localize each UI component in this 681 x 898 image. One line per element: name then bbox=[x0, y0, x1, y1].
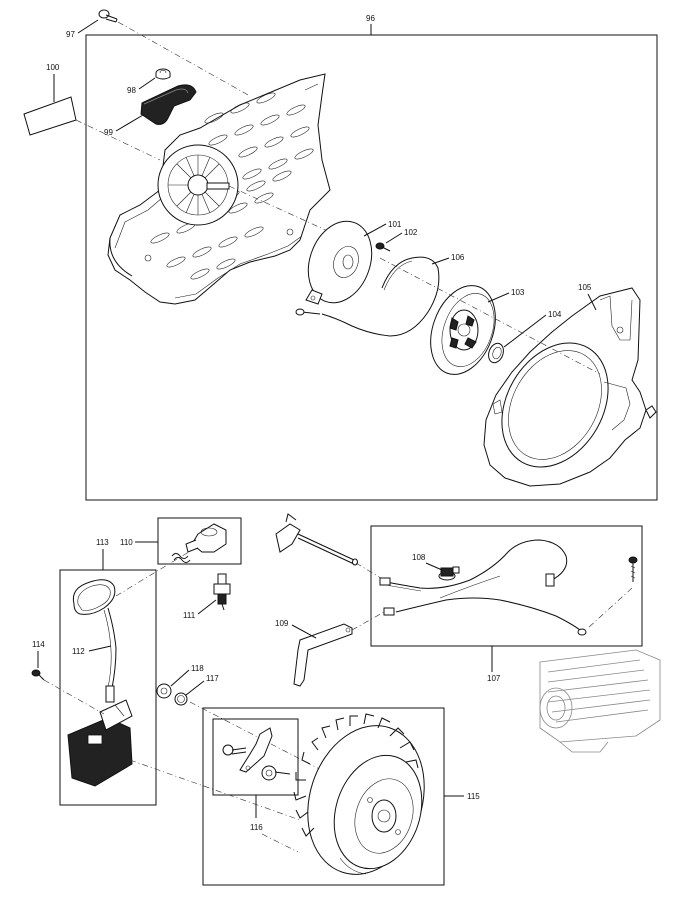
leader-101 bbox=[363, 223, 387, 237]
spark-plug-lead-112 bbox=[72, 579, 117, 703]
leader-99 bbox=[115, 114, 144, 132]
dash-coil-flywheel bbox=[129, 759, 301, 821]
leader-117 bbox=[185, 680, 205, 696]
callout-101: 101 bbox=[388, 220, 402, 229]
leader-108 bbox=[425, 562, 443, 571]
dash-110 bbox=[115, 549, 193, 597]
callout-114: 114 bbox=[32, 640, 45, 649]
dash-axis-top bbox=[379, 257, 601, 375]
leader-106 bbox=[431, 257, 450, 265]
nut-98 bbox=[155, 68, 171, 80]
handle-99 bbox=[140, 84, 197, 125]
screw-114 bbox=[31, 669, 45, 681]
nut-118 bbox=[156, 683, 172, 699]
callout-112: 112 bbox=[72, 647, 85, 656]
callout-117: 117 bbox=[206, 674, 219, 683]
spring-clip bbox=[171, 553, 191, 563]
callout-105: 105 bbox=[578, 283, 592, 292]
screw-102 bbox=[375, 242, 391, 252]
group-113-frame bbox=[59, 569, 157, 806]
bracket-109 bbox=[293, 623, 353, 687]
pawl-disk-103 bbox=[430, 285, 496, 375]
leader-112 bbox=[88, 645, 112, 652]
callout-96: 96 bbox=[366, 14, 375, 23]
pulley-101 bbox=[305, 220, 373, 305]
leader-105 bbox=[587, 293, 597, 311]
dash-97 bbox=[117, 21, 251, 97]
screw-97 bbox=[98, 9, 118, 23]
washer-117 bbox=[174, 692, 188, 706]
leader-111 bbox=[197, 599, 217, 615]
callout-113: 113 bbox=[96, 538, 109, 547]
leader-116-d bbox=[261, 833, 299, 853]
callout-109: 109 bbox=[275, 619, 289, 628]
leader-118 bbox=[170, 669, 190, 687]
cylinder-ghost bbox=[539, 649, 661, 753]
dash-109 bbox=[351, 611, 385, 631]
spark-plug-111 bbox=[213, 573, 231, 611]
pawl bbox=[239, 727, 273, 773]
callout-100: 100 bbox=[46, 63, 60, 72]
dash-screw-harness bbox=[587, 587, 633, 629]
circlip-104 bbox=[488, 342, 504, 364]
callout-116: 116 bbox=[250, 823, 263, 832]
spring-106 bbox=[295, 256, 440, 337]
leader-97 bbox=[77, 19, 99, 34]
callout-118: 118 bbox=[191, 664, 204, 673]
dash-100 bbox=[75, 119, 161, 161]
leader-103 bbox=[487, 292, 510, 303]
callout-104: 104 bbox=[548, 310, 562, 319]
dash-hub bbox=[228, 185, 331, 233]
callout-99: 99 bbox=[104, 128, 113, 137]
leader-109 bbox=[291, 624, 317, 639]
callout-110: 110 bbox=[120, 538, 133, 547]
callout-98: 98 bbox=[127, 86, 136, 95]
spark-plug-cap bbox=[185, 523, 227, 553]
callout-102: 102 bbox=[404, 228, 418, 237]
callout-103: 103 bbox=[511, 288, 525, 297]
label-plate-100 bbox=[23, 96, 77, 136]
dash-rod bbox=[355, 562, 385, 581]
callout-107: 107 bbox=[487, 674, 501, 683]
wiring-harness bbox=[379, 539, 587, 636]
ignition-coil bbox=[67, 699, 133, 787]
leader-98 bbox=[138, 77, 156, 90]
callout-115: 115 bbox=[467, 792, 480, 801]
starter-housing bbox=[107, 73, 331, 305]
group-107-frame bbox=[370, 525, 643, 647]
screw-harness bbox=[628, 556, 638, 582]
pawl-bolt bbox=[222, 744, 247, 756]
callout-108: 108 bbox=[412, 553, 426, 562]
leader-104 bbox=[503, 314, 547, 348]
callout-111: 111 bbox=[183, 611, 196, 620]
dash-114 bbox=[43, 679, 105, 715]
pawl-spring bbox=[261, 765, 291, 781]
leader-102 bbox=[385, 232, 403, 244]
stop-rod bbox=[275, 513, 358, 566]
flywheel bbox=[293, 713, 425, 875]
stop-switch-108 bbox=[438, 566, 460, 581]
fan-cover-105 bbox=[483, 287, 657, 487]
callout-106: 106 bbox=[451, 253, 465, 262]
callout-97: 97 bbox=[66, 30, 75, 39]
group-110-frame bbox=[157, 517, 242, 565]
